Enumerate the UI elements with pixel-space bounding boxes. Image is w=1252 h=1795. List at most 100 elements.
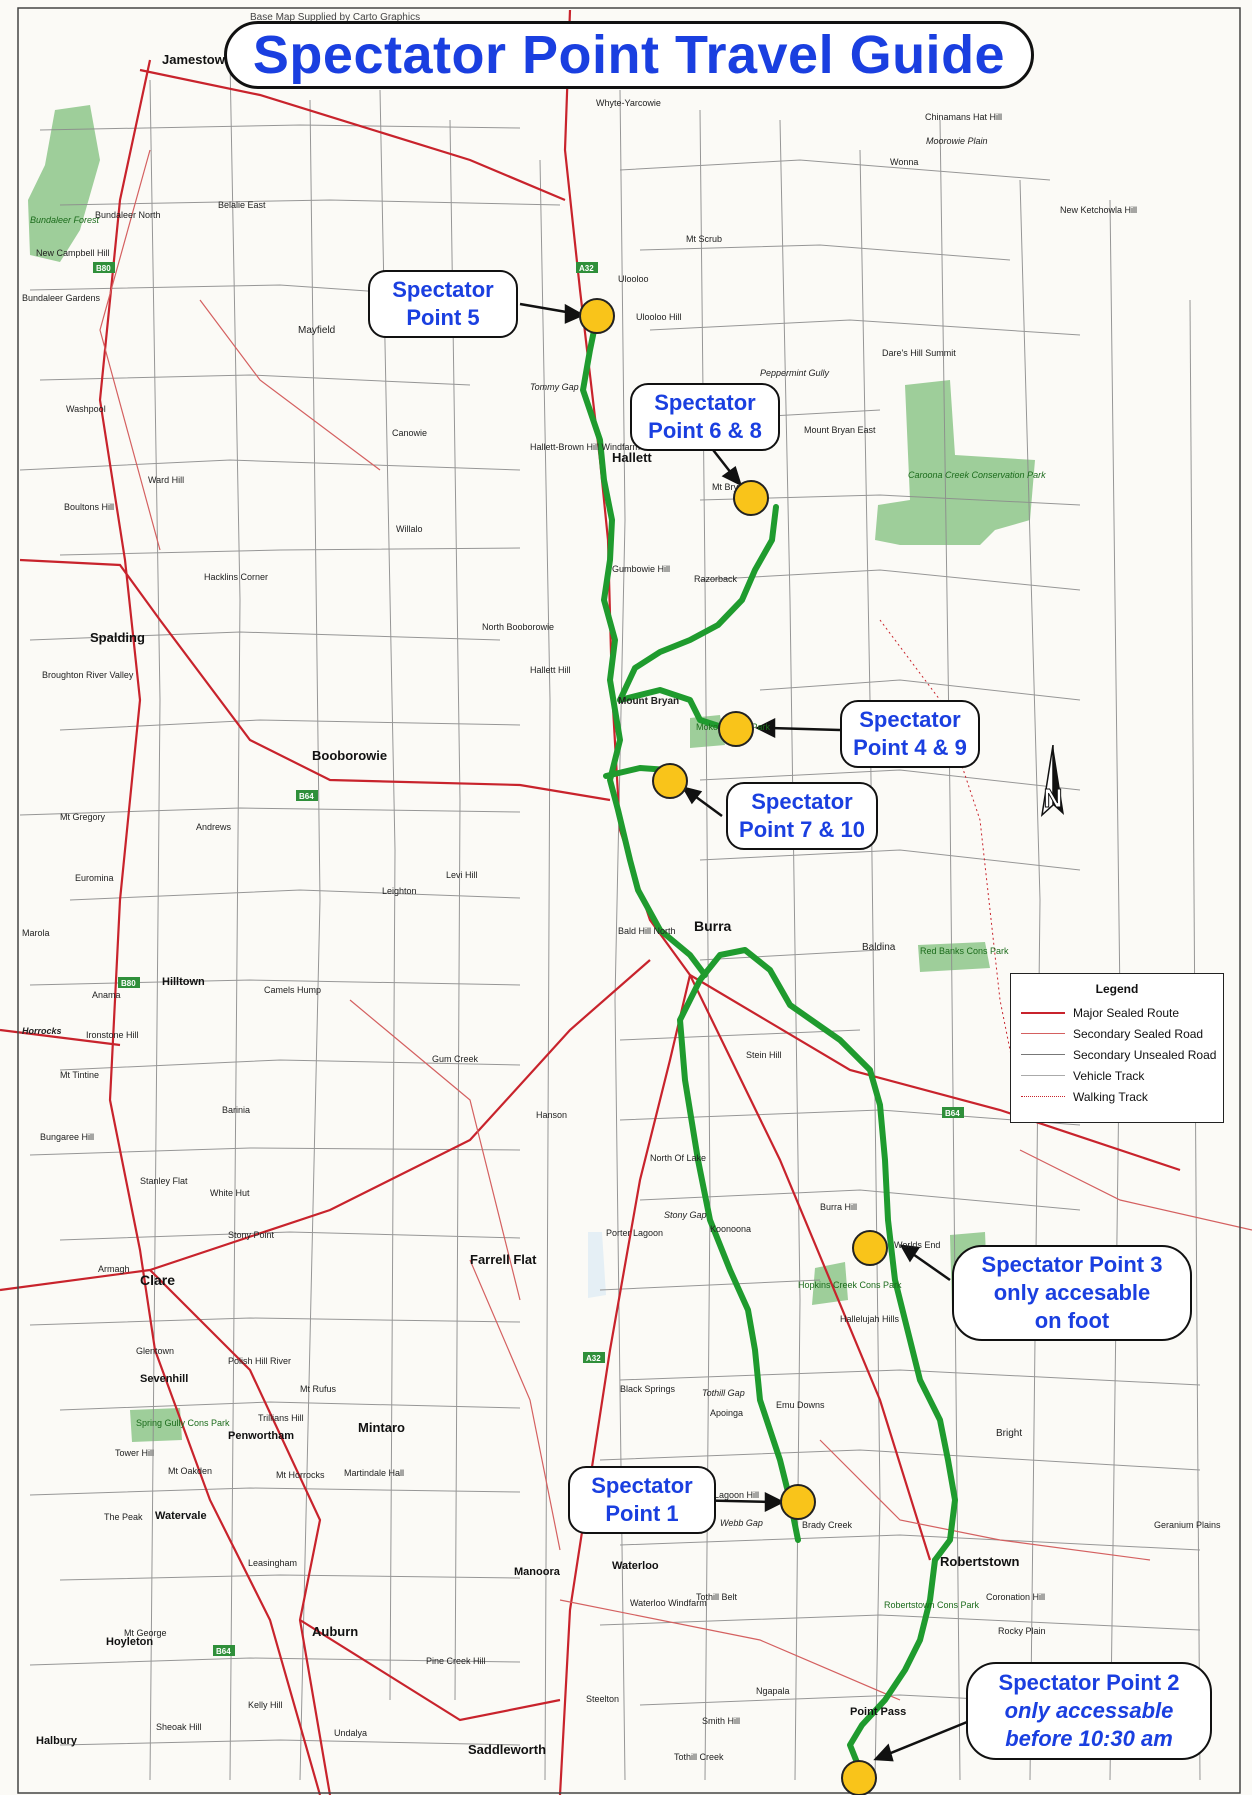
spring-gully-park-area [130,1408,182,1442]
place-euromina: Euromina [75,873,114,883]
route-b64-north [19,558,611,802]
place-pine-creek-hill: Pine Creek Hill [426,1656,486,1666]
spectator-point-2-marker[interactable] [841,1760,877,1795]
place-mount-bryan: Mount Bryan [618,696,680,707]
place-trillians-hill: Trillians Hill [258,1413,304,1423]
route-b64-east [689,974,1181,1172]
place-hanson: Hanson [536,1110,568,1120]
place-chinamans-hat-hill: Chinamans Hat Hill [925,112,1003,122]
callout-line: Spectator [591,1473,693,1498]
route-robertstown [689,974,932,1561]
place-wonna: Wonna [890,157,919,167]
place-bald-hill-north: Bald Hill North [618,926,676,936]
legend-label: Walking Track [1073,1089,1148,1104]
place-leighton: Leighton [382,886,417,896]
callout-spectator-point-2: Spectator Point 2 only accessable before… [966,1662,1212,1760]
spectator-point-6-8-marker[interactable] [733,480,769,516]
place-rocky-plain: Rocky Plain [998,1626,1046,1636]
legend-item-secondary-sealed: Secondary Sealed Road [1011,1023,1223,1044]
place-whyte-yarcowie: Whyte-Yarcowie [596,98,661,108]
rally-route-north-leg [580,313,708,978]
spectator-point-7-10-marker[interactable] [652,763,688,799]
place-camels-hump: Camels Hump [264,985,322,995]
place-mt-george: Mt George [124,1628,167,1638]
place-white-hut: White Hut [210,1188,250,1198]
spectator-point-4-9-marker[interactable] [718,711,754,747]
place-bundaleer-gardens: Bundaleer Gardens [22,293,101,303]
badge-a32: A32 [579,264,594,273]
place-koonoona: Koonoona [710,1224,752,1234]
place-mt-rufus: Mt Rufus [300,1384,337,1394]
place-ward-hill: Ward Hill [148,475,185,485]
callout-spectator-point-5: Spectator Point 5 [368,270,518,338]
callout-line: only accesable [993,1280,1151,1305]
place-tothill-belt: Tothill Belt [696,1592,738,1602]
legend-label: Vehicle Track [1073,1068,1145,1083]
place-new-campbell-hill: New Campbell Hill [36,248,110,258]
town-mintaro: Mintaro [358,1420,405,1435]
town-hilltown: Hilltown [162,976,205,988]
spectator-point-1-marker[interactable] [780,1484,816,1520]
place-porter-lagoon: Porter Lagoon [606,1228,664,1238]
place-north-of-lake: North Of Lake [650,1153,707,1163]
badge-b80: B80 [96,264,111,273]
spectator-point-3-marker[interactable] [852,1230,888,1266]
place-mt-oakden: Mt Oakden [168,1466,213,1476]
place-emu-downs: Emu Downs [776,1400,825,1410]
caroona-creek-park-area [875,380,1035,545]
route-b64-south [149,1269,332,1795]
callout-line: on foot [1034,1308,1110,1333]
place-stony-point: Stony Point [228,1230,275,1240]
spectator-point-5-marker[interactable] [579,298,615,334]
town-jamestown: Jamestown [162,52,233,67]
place-glentown: Glentown [136,1346,175,1356]
place-hallett-hill: Hallett Hill [530,665,571,675]
rally-route [580,313,958,1768]
place-coronation-hill: Coronation Hill [986,1592,1046,1602]
place-willalo: Willalo [396,524,423,534]
place-red-banks-cons-park: Red Banks Cons Park [920,946,1009,956]
town-hoyleton: Hoyleton [106,1636,154,1648]
place-martindale-hall: Martindale Hall [344,1468,405,1478]
place-kelly-hill: Kelly Hill [248,1700,283,1710]
badge-b64: B64 [299,792,314,801]
place-tommy-gap: Tommy Gap [530,382,579,392]
place-stein-hill: Stein Hill [746,1050,782,1060]
lagoon-area [588,1232,606,1298]
town-sevenhill: Sevenhill [140,1373,189,1385]
legend-label: Major Sealed Route [1073,1005,1180,1020]
callout-line: Point 7 & 10 [739,817,865,842]
town-farrell-flat: Farrell Flat [470,1252,537,1267]
north-arrow: N [1030,745,1076,835]
route-a32 [558,9,692,1795]
place-moorowie-plain: Moorowie Plain [926,136,988,146]
town-penwortham: Penwortham [228,1430,295,1442]
place-tothill-gap: Tothill Gap [702,1388,745,1398]
hopkins-creek-park-area [812,1262,848,1305]
place-apoinga: Apoinga [710,1408,744,1418]
place-ironstone-hill: Ironstone Hill [86,1030,139,1040]
place-worlds-end: Worlds End [894,1240,941,1250]
callout-spectator-point-3: Spectator Point 3 only accesable on foot [952,1245,1192,1341]
place-burra-hill: Burra Hill [820,1202,858,1212]
callout-line: Point 5 [406,305,480,330]
callout-spectator-point-7-10: Spectator Point 7 & 10 [726,782,878,850]
place-dares-hill-summit: Dare's Hill Summit [882,348,956,358]
place-armagh: Armagh [98,1264,130,1274]
place-brady-creek: Brady Creek [802,1520,853,1530]
place-mt-horrocks: Mt Horrocks [276,1470,325,1480]
badge-b80: B80 [121,979,136,988]
place-baldina: Baldina [862,942,896,953]
place-mayfield: Mayfield [298,325,336,336]
callout-line: Spectator [751,789,853,814]
callout-line: before 10:30 am [1005,1726,1173,1751]
callout-line: Spectator Point 2 [998,1670,1180,1695]
town-halbury: Halbury [36,1735,77,1747]
bundaleer-forest-area [28,105,100,262]
place-anama: Anama [92,990,121,1000]
legend-item-major-sealed: Major Sealed Route [1011,1002,1223,1023]
place-ulooloo-hill: Ulooloo Hill [636,312,682,322]
place-levi-hill: Levi Hill [446,870,478,880]
place-mt-gregory: Mt Gregory [60,812,106,822]
